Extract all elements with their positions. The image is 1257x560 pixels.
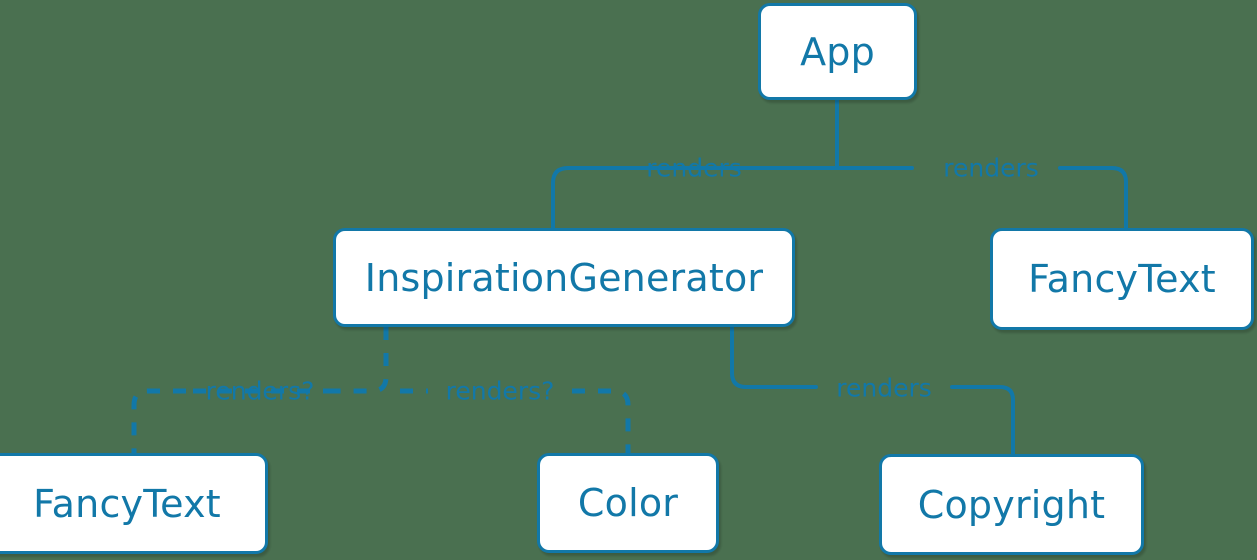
edge-label-app-inspirationgenerator: renders	[646, 153, 742, 183]
node-fancytext-right-label: FancyText	[1028, 257, 1216, 301]
node-fancytext-bottom-label: FancyText	[33, 481, 221, 526]
node-copyright[interactable]: Copyright	[879, 454, 1144, 555]
edge-label-inspirationgenerator-fancytext: renders?	[205, 376, 315, 406]
edge-label-inspirationgenerator-color: renders?	[445, 376, 555, 406]
node-color[interactable]: Color	[537, 453, 719, 553]
edge-app-to-inspirationgenerator-right	[551, 166, 772, 230]
edge-inspirationgenerator-to-copyright-a	[730, 325, 818, 389]
node-app-label: App	[800, 29, 875, 74]
node-color-label: Color	[577, 481, 679, 525]
node-copyright-label: Copyright	[917, 482, 1106, 527]
edge-label-app-fancytext: renders	[943, 153, 1039, 183]
node-app[interactable]: App	[758, 3, 917, 100]
node-inspirationgenerator-label: InspirationGenerator	[364, 255, 764, 300]
edge-dashed-to-fancytext-corner	[131, 388, 186, 453]
edge-inspirationgenerator-dashed-trunk	[336, 327, 389, 394]
edge-dashed-to-color-corner	[572, 388, 631, 453]
node-fancytext-bottom[interactable]: FancyText	[0, 453, 268, 554]
edge-label-inspirationgenerator-copyright: renders	[836, 373, 932, 403]
node-fancytext-right[interactable]: FancyText	[990, 228, 1254, 330]
edge-inspirationgenerator-to-copyright-b	[950, 385, 1015, 456]
edge-app-to-fancytext-b	[1058, 166, 1128, 230]
node-inspirationgenerator[interactable]: InspirationGenerator	[333, 228, 795, 327]
